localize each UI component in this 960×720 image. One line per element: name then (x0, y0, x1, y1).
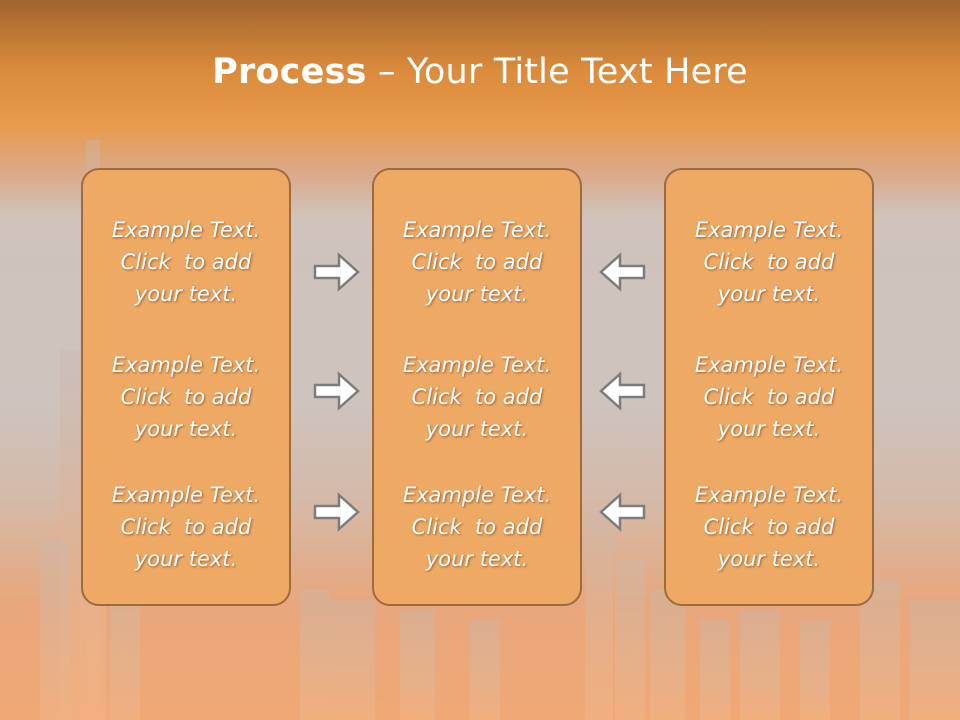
text-line: your text. (134, 547, 238, 571)
text-line: Click to add (703, 385, 835, 409)
title-banner (0, 0, 960, 130)
text-line: Example Text. (111, 483, 261, 507)
arrow-left-icon (599, 492, 646, 532)
text-line: your text. (425, 417, 529, 441)
text-placeholder[interactable]: Example Text. Click to add your text. (374, 214, 580, 310)
text-line: your text. (425, 547, 529, 571)
text-line: your text. (717, 547, 821, 571)
text-placeholder[interactable]: Example Text. Click to add your text. (83, 479, 289, 575)
text-placeholder[interactable]: Example Text. Click to add your text. (83, 214, 289, 310)
text-line: Example Text. (402, 218, 552, 242)
arrow-left-icon (599, 371, 646, 411)
text-line: Example Text. (111, 218, 261, 242)
text-line: Click to add (120, 385, 252, 409)
text-line: Click to add (703, 515, 835, 539)
text-placeholder[interactable]: Example Text. Click to add your text. (83, 349, 289, 445)
text-line: Click to add (120, 515, 252, 539)
arrow-right-icon (313, 252, 360, 292)
text-line: Example Text. (402, 353, 552, 377)
text-line: Example Text. (694, 218, 844, 242)
arrow-right-icon (313, 371, 360, 411)
text-line: Click to add (411, 250, 543, 274)
right-panel[interactable]: Example Text. Click to add your text. Ex… (664, 168, 874, 606)
text-line: Click to add (411, 385, 543, 409)
text-placeholder[interactable]: Example Text. Click to add your text. (666, 214, 872, 310)
text-line: your text. (134, 417, 238, 441)
text-line: your text. (134, 282, 238, 306)
arrow-right-icon (313, 492, 360, 532)
text-placeholder[interactable]: Example Text. Click to add your text. (374, 349, 580, 445)
title-bold-part: Process (212, 52, 367, 92)
text-placeholder[interactable]: Example Text. Click to add your text. (666, 479, 872, 575)
text-placeholder[interactable]: Example Text. Click to add your text. (374, 479, 580, 575)
arrow-left-icon (599, 252, 646, 292)
text-line: your text. (717, 417, 821, 441)
left-panel[interactable]: Example Text. Click to add your text. Ex… (81, 168, 291, 606)
text-line: Example Text. (694, 353, 844, 377)
text-line: Click to add (411, 515, 543, 539)
text-line: your text. (717, 282, 821, 306)
text-line: Click to add (703, 250, 835, 274)
text-line: Example Text. (694, 483, 844, 507)
text-placeholder[interactable]: Example Text. Click to add your text. (666, 349, 872, 445)
text-line: Click to add (120, 250, 252, 274)
slide-title[interactable]: Process – Your Title Text Here (0, 52, 960, 92)
title-rest-part: – Your Title Text Here (366, 52, 748, 92)
text-line: Example Text. (402, 483, 552, 507)
text-line: your text. (425, 282, 529, 306)
middle-panel[interactable]: Example Text. Click to add your text. Ex… (372, 168, 582, 606)
text-line: Example Text. (111, 353, 261, 377)
